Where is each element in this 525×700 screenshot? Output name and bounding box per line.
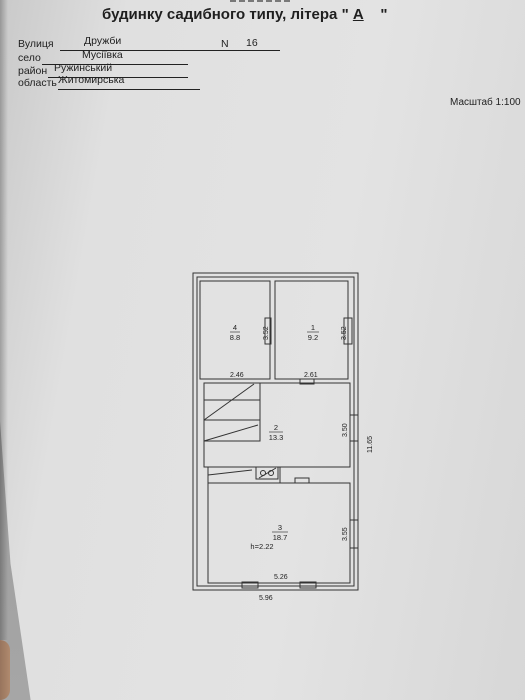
window-room2 — [349, 414, 359, 442]
room-1-number: 1 — [311, 323, 315, 332]
street-label: Вулиця — [18, 38, 54, 50]
door-room3 — [294, 477, 310, 484]
building-letter: А — [352, 6, 364, 23]
window-room1 — [343, 317, 353, 345]
room-4-area: 8.8 — [230, 333, 240, 342]
number-value: 16 — [246, 37, 258, 49]
dim-room1-width: 2.61 — [304, 372, 318, 379]
room-4-number: 4 — [233, 323, 237, 332]
street-value: Дружби — [84, 35, 122, 47]
document-title: будинку садибного типу, літера " А " — [102, 6, 388, 23]
room-2-area: 13.3 — [269, 433, 284, 442]
village-field: село Мусіївка — [18, 49, 218, 68]
dim-room4-depth: 3.52 — [263, 326, 270, 340]
dim-room3-depth: 3.55 — [342, 527, 349, 541]
region-value: Житомирська — [58, 74, 125, 86]
district-label: район — [18, 65, 48, 77]
room-4-outline — [199, 280, 271, 380]
district-field: район Ружинський — [18, 62, 218, 81]
village-label: село — [18, 52, 41, 64]
window-top-room2 — [299, 378, 315, 385]
district-value: Ружинський — [54, 62, 113, 74]
window-room3-bottom-left — [241, 581, 259, 589]
region-label: область — [18, 77, 57, 89]
stove — [255, 466, 279, 480]
dim-total-width: 5.96 — [259, 595, 273, 602]
stair-block — [203, 382, 261, 442]
finger-edge — [0, 640, 10, 700]
dim-total-length: 11.65 — [367, 436, 374, 453]
dim-room4-width: 2.46 — [230, 372, 244, 379]
street-field: Вулиця Дружби N 16 — [18, 35, 288, 54]
room-3-area: 18.7 — [273, 533, 288, 542]
height-note: h=2.22 — [250, 542, 273, 551]
room-2-number: 2 — [274, 423, 278, 432]
region-field: область Житомирська — [18, 74, 218, 93]
window-room3-bottom-right — [299, 581, 317, 589]
cut-off-title-text — [230, 0, 290, 2]
dim-room3-width: 5.26 — [274, 574, 288, 581]
dim-room1-depth: 3.52 — [341, 326, 348, 340]
window-room3-side — [349, 519, 359, 549]
paper-fold-shadow — [0, 0, 8, 640]
room-3-number: 3 — [278, 523, 282, 532]
room-1-area: 9.2 — [308, 333, 318, 342]
scale-label: Масштаб 1:100 — [450, 97, 521, 108]
village-value: Мусіївка — [82, 49, 123, 61]
window-room4 — [264, 317, 272, 345]
number-label: N — [221, 38, 229, 50]
dim-room2-depth: 3.50 — [342, 423, 349, 437]
